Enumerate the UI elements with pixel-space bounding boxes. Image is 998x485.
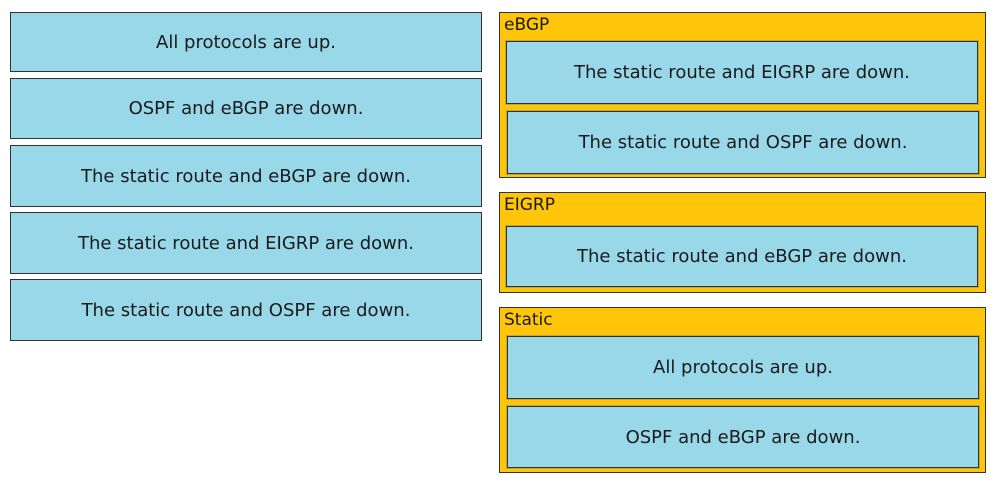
target-static-slot-1[interactable]: All protocols are up. <box>506 335 980 400</box>
target-eigrp[interactable]: EIGRP The static route and eBGP are down… <box>499 192 986 293</box>
target-ebgp-slot-2[interactable]: The static route and OSPF are down. <box>506 110 980 175</box>
target-ebgp-slot-1[interactable]: The static route and EIGRP are down. <box>505 40 979 105</box>
target-ebgp[interactable]: eBGP The static route and EIGRP are down… <box>499 12 986 178</box>
answer-item-static-eigrp-down[interactable]: The static route and EIGRP are down. <box>506 41 978 104</box>
target-eigrp-slot-1[interactable]: The static route and eBGP are down. <box>505 225 979 288</box>
target-ebgp-label: eBGP <box>504 15 550 35</box>
answer-item-ospf-ebgp-down[interactable]: OSPF and eBGP are down. <box>507 406 979 468</box>
target-static-label: Static <box>504 310 553 330</box>
target-static-slot-2[interactable]: OSPF and eBGP are down. <box>506 405 980 469</box>
source-item-static-ebgp-down[interactable]: The static route and eBGP are down. <box>10 145 482 207</box>
source-item-ospf-ebgp-down[interactable]: OSPF and eBGP are down. <box>10 78 482 139</box>
source-item-static-ospf-down[interactable]: The static route and OSPF are down. <box>10 279 482 341</box>
answer-item-static-ospf-down[interactable]: The static route and OSPF are down. <box>507 111 979 174</box>
answer-item-static-ebgp-down[interactable]: The static route and eBGP are down. <box>506 226 978 287</box>
source-item-static-eigrp-down[interactable]: The static route and EIGRP are down. <box>10 212 482 274</box>
source-item-all-protocols-up[interactable]: All protocols are up. <box>10 12 482 72</box>
target-static[interactable]: Static All protocols are up. OSPF and eB… <box>499 307 986 473</box>
target-eigrp-label: EIGRP <box>504 195 555 215</box>
answer-item-all-protocols-up[interactable]: All protocols are up. <box>507 336 979 399</box>
